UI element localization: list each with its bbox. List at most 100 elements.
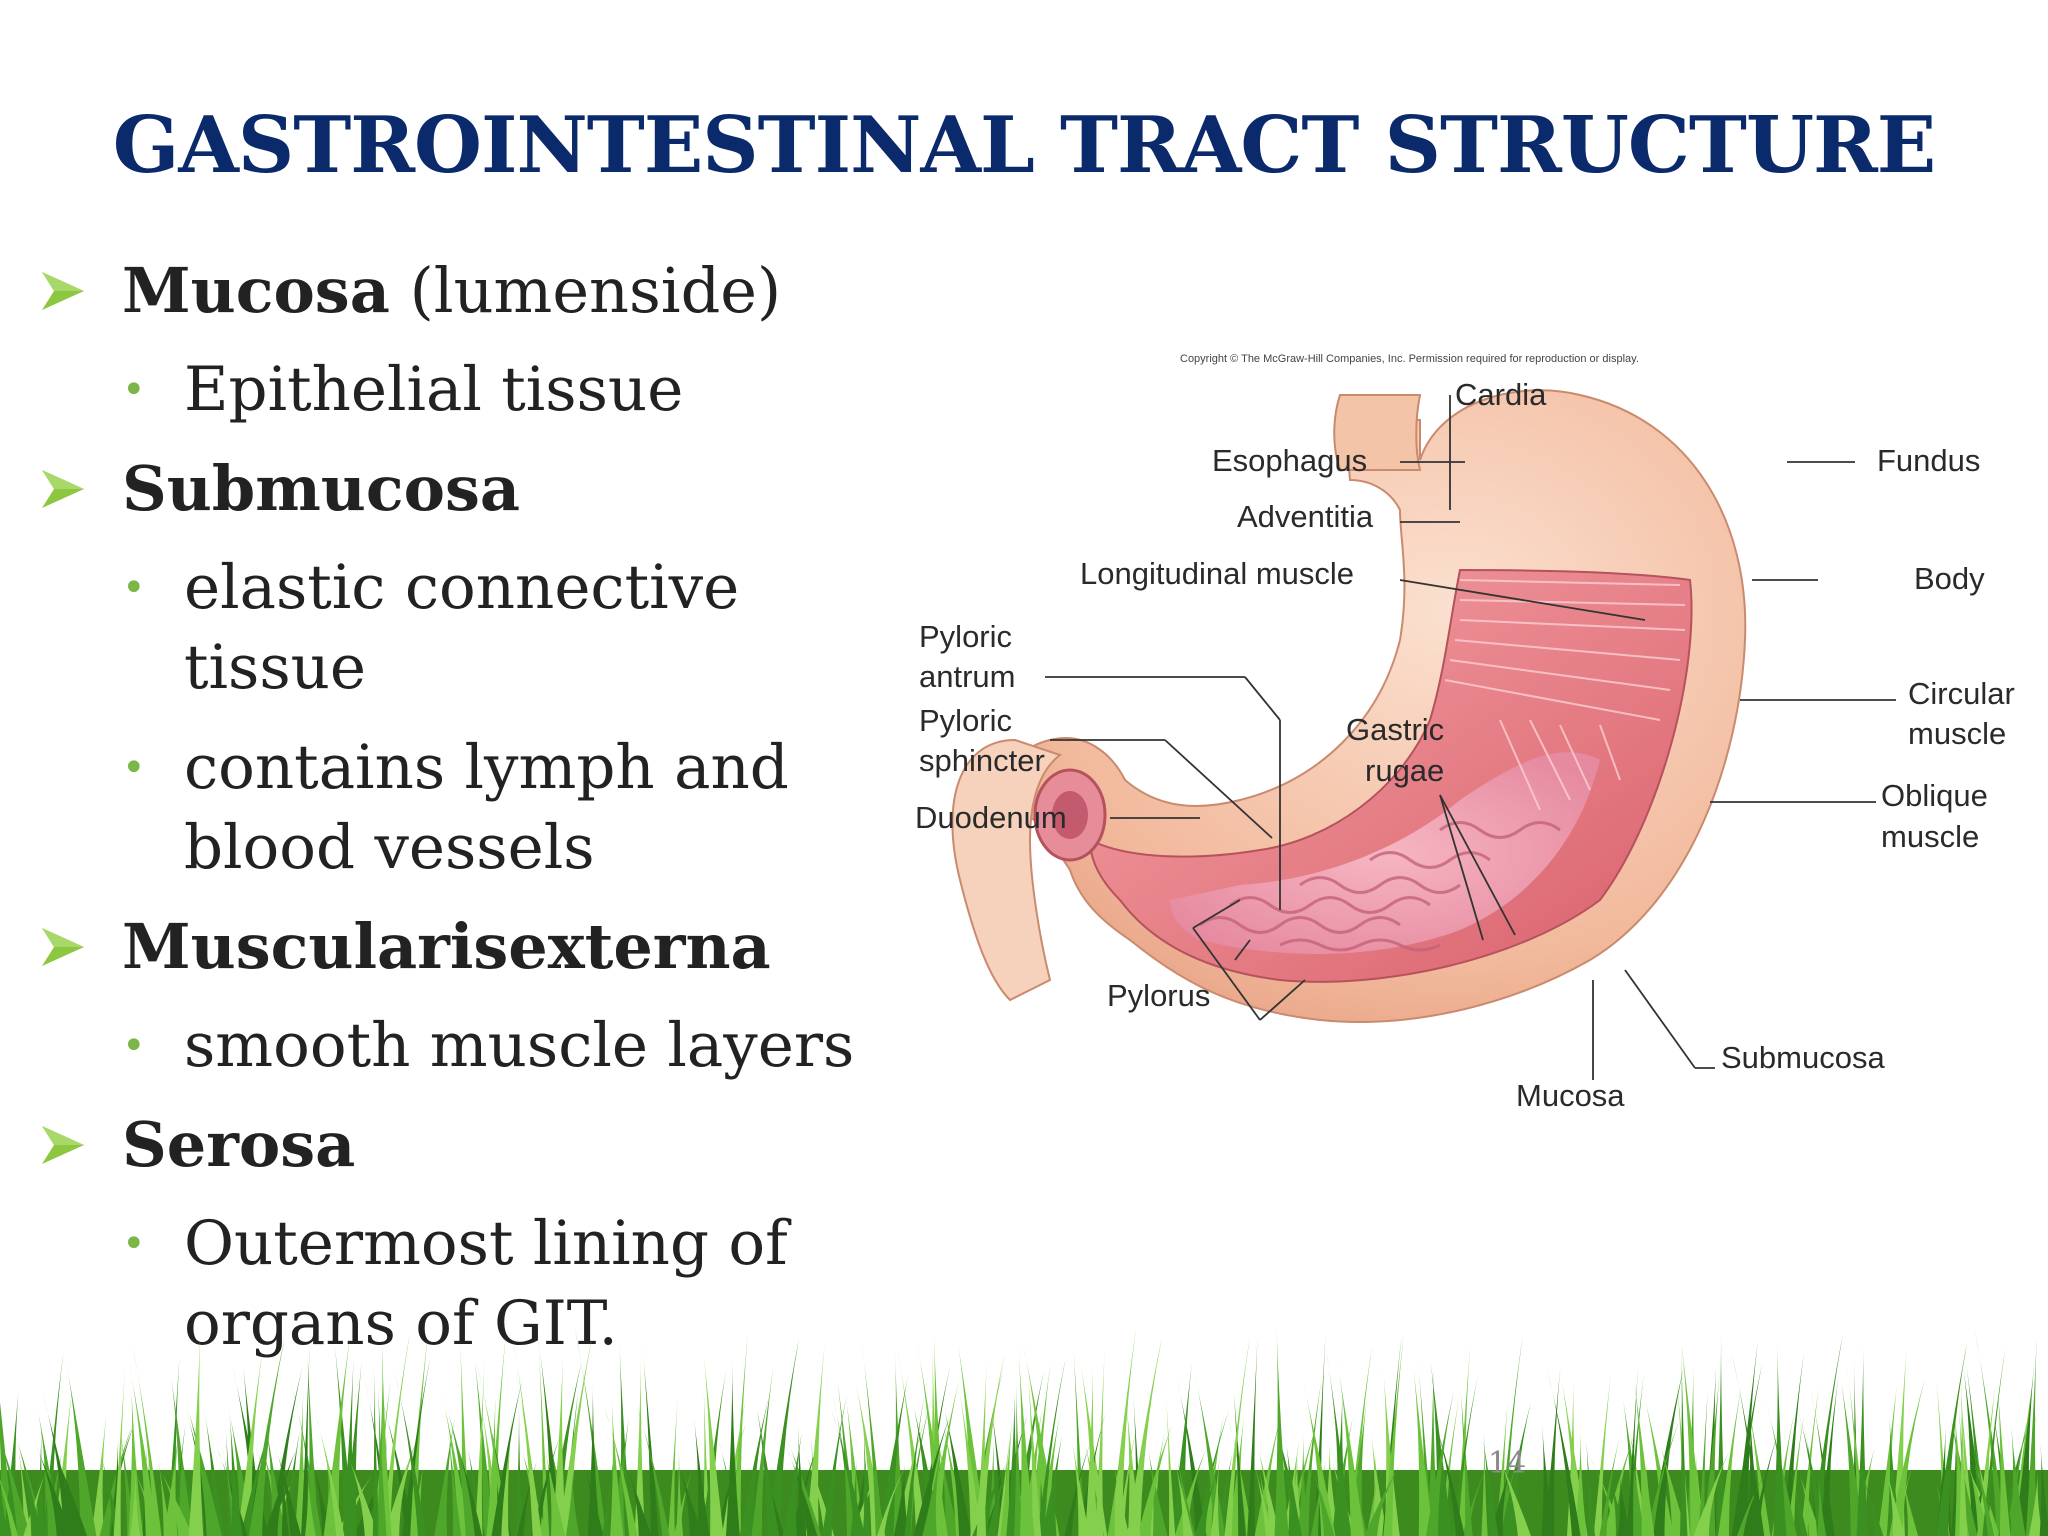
- grass-blade: [1860, 1471, 1884, 1536]
- grass-blade: [1255, 1437, 1280, 1536]
- arrow-bullet-icon: [42, 470, 84, 508]
- grass-blade: [1300, 1377, 1322, 1536]
- grass-blade: [43, 1395, 77, 1536]
- grass-blade: [1500, 1402, 1531, 1536]
- grass-blade: [1000, 1417, 1013, 1536]
- grass-blade: [565, 1469, 580, 1536]
- grass-blade: [1599, 1438, 1620, 1536]
- grass-blade: [1645, 1421, 1679, 1536]
- grass-blade: [1173, 1456, 1194, 1536]
- bullet-serosa: Serosa: [40, 1106, 920, 1184]
- grass-blade: [703, 1381, 711, 1536]
- grass-blade: [1213, 1454, 1233, 1536]
- grass-blade: [202, 1401, 225, 1536]
- label-fundus: Fundus: [1877, 443, 1980, 478]
- grass-blade: [860, 1337, 884, 1536]
- grass-blade: [1107, 1472, 1118, 1536]
- grass-blade: [1745, 1390, 1771, 1536]
- grass-blade: [516, 1461, 537, 1536]
- grass-blade: [1175, 1453, 1196, 1536]
- grass-blade: [893, 1350, 904, 1536]
- copyright-note: Copyright © The McGraw-Hill Companies, I…: [1180, 353, 1639, 365]
- grass-blade: [1481, 1428, 1488, 1536]
- bullet-mucosa: Mucosa (lumenside): [40, 252, 920, 330]
- grass-blade: [229, 1409, 243, 1536]
- grass-blade: [1585, 1436, 1596, 1536]
- grass-blade: [1965, 1426, 1995, 1536]
- grass-blade: [1022, 1340, 1060, 1536]
- bullet-heading: Mucosa: [122, 254, 390, 327]
- label-longitudinal-muscle: Longitudinal muscle: [1080, 556, 1354, 591]
- grass-blade: [1997, 1379, 2011, 1536]
- grass-blade: [474, 1356, 485, 1536]
- grass-blade: [805, 1344, 825, 1536]
- grass-blade: [1936, 1430, 1955, 1536]
- grass-blade: [52, 1447, 88, 1536]
- grass-blade: [36, 1425, 44, 1536]
- grass-blade: [345, 1450, 379, 1536]
- grass-blade: [1632, 1369, 1655, 1536]
- grass-blade: [1977, 1383, 1996, 1536]
- dot-bullet-icon: •: [122, 565, 146, 611]
- grass-blade: [515, 1404, 523, 1536]
- grass-blade: [1094, 1349, 1105, 1536]
- sub-bullet-lymph: • contains lymph and blood vessels: [40, 728, 920, 888]
- grass-blade: [1603, 1434, 1635, 1536]
- label-pyloric-antrum-line1: Pyloric: [919, 619, 1012, 654]
- bullet-heading: Serosa: [122, 1108, 356, 1181]
- arrow-bullet-icon: [42, 272, 84, 310]
- grass-blade: [1412, 1358, 1434, 1536]
- grass-blade: [1462, 1463, 1489, 1536]
- grass-blade: [1128, 1457, 1142, 1536]
- grass-blade: [2010, 1426, 2026, 1536]
- grass-blade: [602, 1445, 617, 1536]
- grass-blade: [610, 1398, 624, 1536]
- grass-blade: [1982, 1347, 2006, 1536]
- grass-blade: [1736, 1471, 1767, 1536]
- grass-blade: [1889, 1377, 1926, 1536]
- grass-blade: [2006, 1406, 2031, 1536]
- grass-blade: [216, 1447, 248, 1536]
- grass-blade: [2039, 1443, 2048, 1536]
- label-oblique-muscle-line1: Oblique: [1881, 778, 1988, 813]
- grass-blade: [1417, 1353, 1433, 1536]
- dot-bullet-icon: •: [122, 367, 146, 413]
- grass-blade: [1085, 1362, 1098, 1536]
- grass-blade: [634, 1353, 646, 1536]
- grass-blade: [766, 1337, 800, 1536]
- grass-blade: [1797, 1468, 1822, 1536]
- sub-bullet-outermost: • Outermost lining of organs of GIT.: [40, 1204, 920, 1364]
- grass-blade: [552, 1355, 567, 1536]
- page-number: 14: [1488, 1446, 1527, 1481]
- grass-blade: [725, 1361, 740, 1536]
- grass-blade: [306, 1346, 319, 1536]
- grass-blade: [668, 1399, 678, 1536]
- grass-blade: [1953, 1403, 1969, 1536]
- sub-bullet-epithelial: • Epithelial tissue: [40, 350, 920, 430]
- grass-blade: [831, 1408, 865, 1536]
- grass-blade: [1431, 1410, 1465, 1536]
- grass-blade: [904, 1393, 925, 1536]
- grass-blade: [188, 1331, 204, 1536]
- grass-blade: [169, 1364, 194, 1536]
- grass-blade: [636, 1405, 670, 1536]
- sub-bullet-text: smooth muscle layers: [184, 1010, 855, 1081]
- grass-blade: [1732, 1354, 1765, 1536]
- grass-blade: [877, 1375, 909, 1536]
- grass-blade: [1495, 1450, 1531, 1536]
- grass-blade: [0, 1479, 18, 1536]
- bullet-heading: Muscularisexterna: [122, 910, 771, 983]
- grass-blade: [675, 1447, 684, 1536]
- grass-blade: [922, 1448, 942, 1536]
- grass-blade: [1959, 1371, 1968, 1536]
- grass-blade: [1574, 1430, 1587, 1536]
- grass-blade: [323, 1337, 350, 1536]
- grass-blade: [937, 1438, 960, 1536]
- grass-blade: [531, 1435, 561, 1536]
- grass-blade: [1037, 1358, 1066, 1536]
- grass-blade: [797, 1423, 807, 1536]
- grass-blade: [627, 1467, 652, 1536]
- grass-blade: [1113, 1462, 1130, 1536]
- grass-blade: [1297, 1434, 1309, 1536]
- grass-blade: [1018, 1346, 1035, 1536]
